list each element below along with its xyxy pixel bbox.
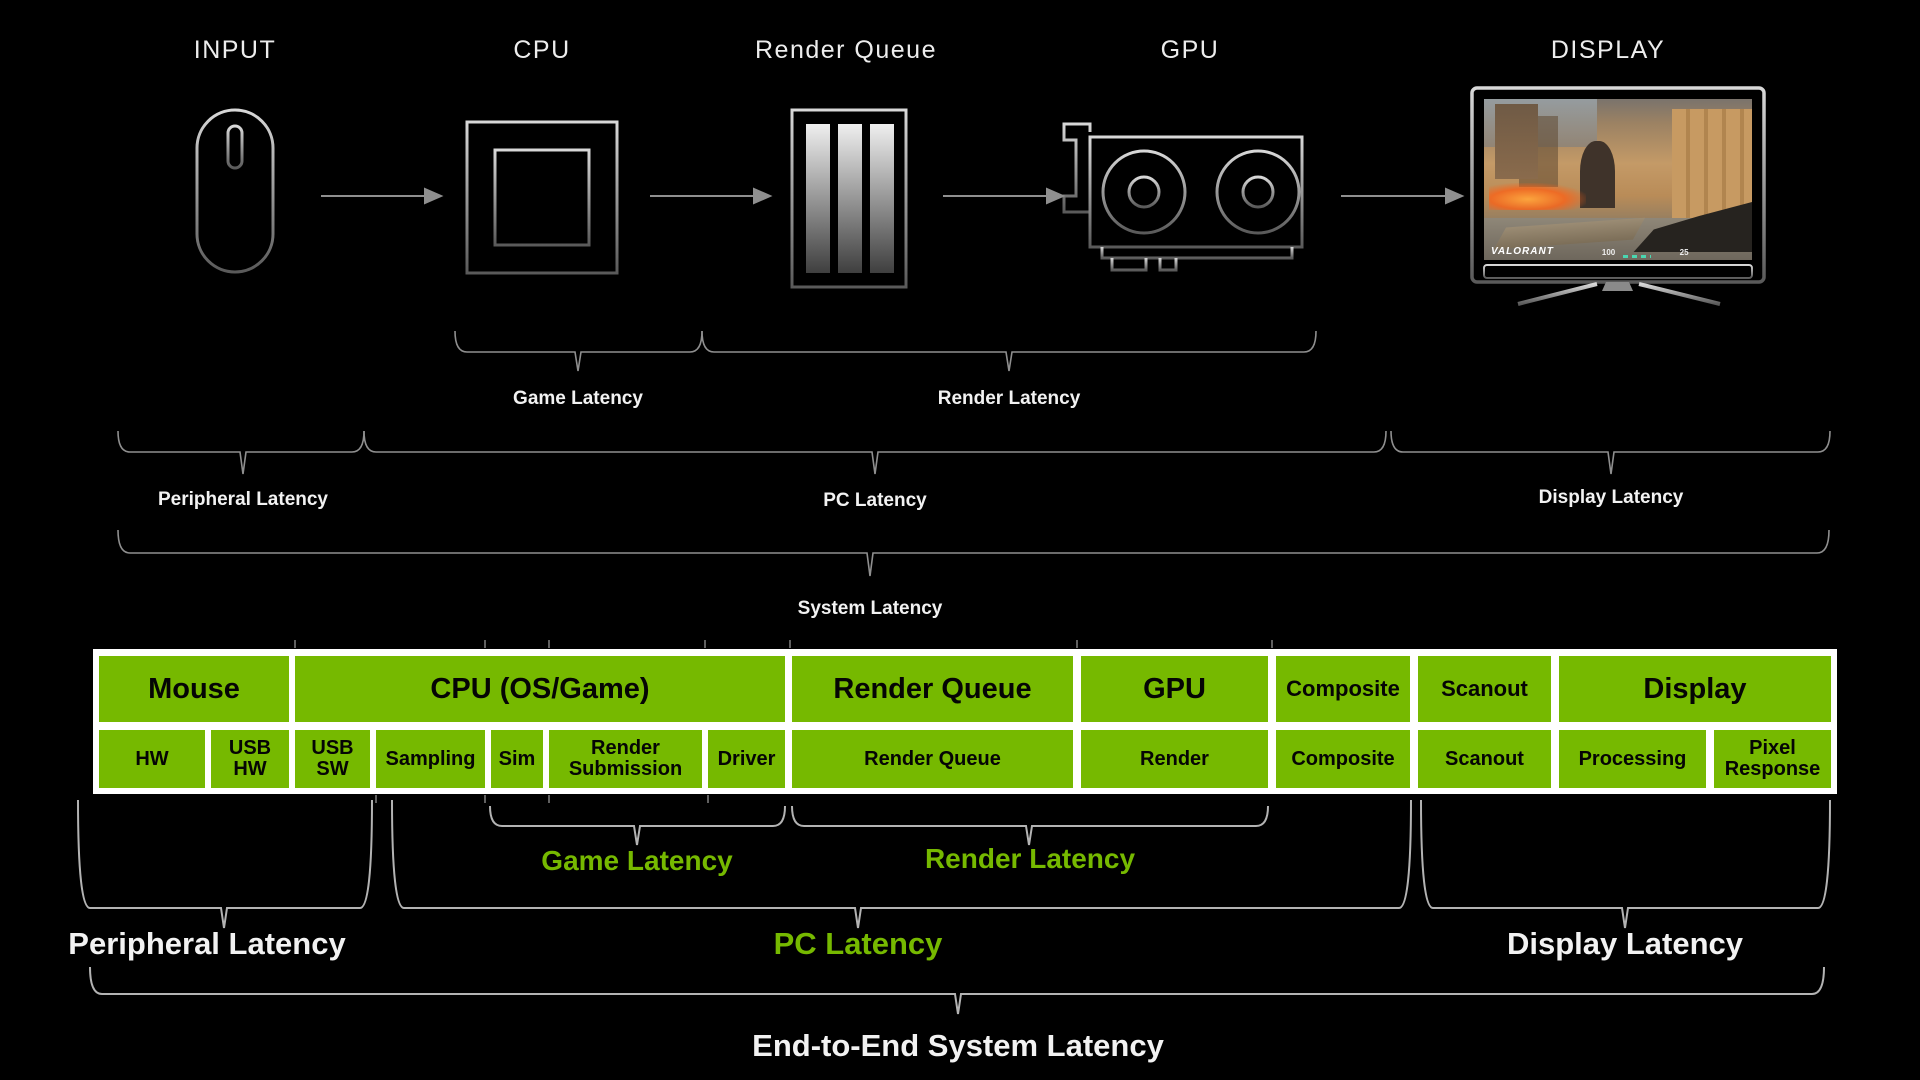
- stage-label-cpu: CPU: [513, 36, 571, 64]
- block-render-submission: Render Submission: [549, 730, 702, 788]
- block-scanout: Scanout: [1418, 656, 1551, 722]
- block-cpu-os-game: CPU (OS/Game): [295, 656, 785, 722]
- upper-brackets: [117, 330, 1831, 577]
- block-usb-sw: USB SW: [295, 730, 370, 788]
- block-mouse: Mouse: [99, 656, 289, 722]
- block-sampling: Sampling: [376, 730, 485, 788]
- block-render: Render: [1081, 730, 1268, 788]
- peripheral-latency-bottom-bracket: [77, 799, 373, 929]
- game-hud: VALORANT 100 25: [1484, 242, 1752, 260]
- system-latency-bracket: [117, 529, 1830, 577]
- flow-arrows: [321, 187, 1465, 205]
- pc-latency-bottom-bracket: [391, 799, 1412, 929]
- latency-block-table: Mouse CPU (OS/Game) Render Queue GPU Com…: [93, 649, 1837, 794]
- game-latency-bracket: [454, 330, 703, 372]
- stage-label-input: INPUT: [193, 36, 277, 64]
- system-latency-label: System Latency: [797, 598, 943, 619]
- cpu-icon: [465, 120, 619, 275]
- render-latency-bottom-bracket: [791, 805, 1269, 846]
- end-to-end-system-latency-label: End-to-End System Latency: [752, 1028, 1164, 1063]
- pc-latency-bracket: [363, 430, 1387, 475]
- hud-health-value: 100: [1601, 248, 1616, 257]
- display-latency-bottom-label: Display Latency: [1506, 926, 1744, 961]
- table-tick-marks: [294, 640, 1273, 803]
- display-latency-label: Display Latency: [1538, 487, 1684, 508]
- stage-label-render-queue: Render Queue: [754, 36, 938, 64]
- render-queue-icon: [790, 108, 908, 289]
- stage-label-gpu: GPU: [1160, 36, 1220, 64]
- block-pixel-response: Pixel Response: [1714, 730, 1831, 788]
- lower-brackets: [77, 799, 1831, 1015]
- block-processing: Processing: [1559, 730, 1706, 788]
- scene-fire-glow: [1489, 182, 1586, 211]
- end-to-end-bracket: [89, 966, 1825, 1015]
- display-icon: [1470, 86, 1766, 306]
- peripheral-latency-bottom-label: Peripheral Latency: [68, 926, 346, 961]
- table-row-substages: HW USB HW USB SW Sampling Sim Render Sub…: [93, 730, 1837, 788]
- hud-ammo-value: 25: [1679, 248, 1689, 257]
- block-gpu: GPU: [1081, 656, 1268, 722]
- display-latency-bracket: [1390, 430, 1831, 475]
- block-sim: Sim: [491, 730, 543, 788]
- render-latency-label: Render Latency: [937, 388, 1081, 409]
- table-row-components: Mouse CPU (OS/Game) Render Queue GPU Com…: [93, 656, 1837, 722]
- block-driver: Driver: [708, 730, 785, 788]
- pc-latency-bottom-label: PC Latency: [773, 926, 943, 961]
- peripheral-latency-bracket: [117, 430, 365, 475]
- game-latency-bottom-bracket: [489, 805, 786, 846]
- gpu-icon: [1062, 122, 1304, 272]
- mouse-icon: [195, 108, 275, 274]
- valorant-logo: VALORANT: [1491, 246, 1554, 257]
- display-latency-bottom-bracket: [1420, 799, 1831, 929]
- block-scanout-sub: Scanout: [1418, 730, 1551, 788]
- render-latency-bracket: [701, 330, 1317, 372]
- block-render-queue: Render Queue: [792, 656, 1073, 722]
- render-latency-bottom-label: Render Latency: [924, 843, 1136, 874]
- block-display: Display: [1559, 656, 1831, 722]
- block-usb-hw: USB HW: [211, 730, 289, 788]
- scene-archway: [1580, 140, 1616, 209]
- block-hw: HW: [99, 730, 205, 788]
- block-render-queue-sub: Render Queue: [792, 730, 1073, 788]
- monitor-screen: VALORANT 100 25: [1484, 99, 1752, 260]
- block-composite-sub: Composite: [1276, 730, 1410, 788]
- scene-tower: [1494, 103, 1538, 180]
- pc-latency-label: PC Latency: [823, 490, 927, 511]
- peripheral-latency-label: Peripheral Latency: [157, 489, 329, 510]
- stage-label-display: DISPLAY: [1550, 36, 1666, 64]
- game-latency-label: Game Latency: [513, 388, 643, 409]
- block-composite: Composite: [1276, 656, 1410, 722]
- game-latency-bottom-label: Game Latency: [541, 845, 733, 876]
